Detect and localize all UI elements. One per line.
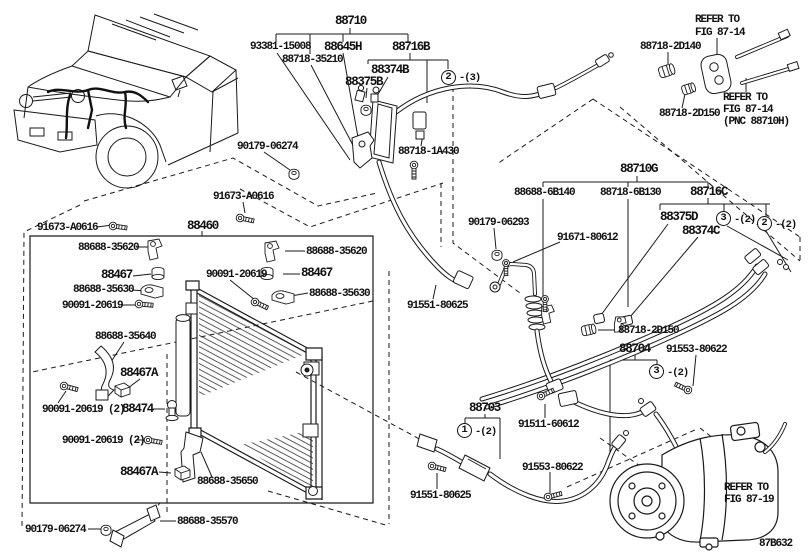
part-label-90179-06274-top: 90179-06274	[237, 141, 299, 153]
hose-88703	[417, 431, 629, 502]
hose-88704-cluster	[535, 378, 694, 464]
part-label-88467a-top: 88467A	[120, 366, 159, 380]
part-label-88375b: 88375B	[345, 75, 384, 89]
qty-2-bottom: -(2)	[475, 426, 497, 438]
qty-2-hose: -(2)	[667, 367, 689, 379]
part-label-90091-20619-x2-top: 90091-20619 (2)	[42, 404, 126, 416]
part-label-88467-left: 88467	[101, 268, 133, 282]
leader-lines	[58, 38, 791, 529]
condenser-88460	[58, 168, 322, 547]
part-label-90179-06293: 90179-06293	[468, 217, 530, 229]
part-label-88460: 88460	[187, 219, 219, 233]
callout-2-right: 2	[757, 216, 772, 231]
refer-fig-87-19-line1: REFER TO	[724, 482, 769, 494]
part-label-88704: 88704	[619, 342, 651, 356]
qty-2-right-b: -(2)	[775, 219, 797, 231]
part-label-88716c: 88716C	[690, 185, 729, 199]
pipe-assembly-88710	[352, 53, 613, 289]
harness-highlight	[48, 89, 148, 138]
refer-fig-87-14b-line1: REFER TO	[723, 92, 768, 104]
part-label-91671-80612: 91671-80612	[557, 232, 619, 244]
part-label-88474: 88474	[122, 402, 154, 416]
callout-3-right: 3	[716, 211, 731, 226]
qty-3-top: -(3)	[459, 72, 481, 84]
part-label-88688-35650: 88688-35650	[197, 476, 259, 488]
vehicle-sketch	[14, 14, 238, 188]
label-bracket-lines	[202, 28, 770, 462]
compressor	[610, 422, 785, 550]
part-label-90179-06274-bottom: 90179-06274	[25, 524, 87, 536]
part-label-88703: 88703	[469, 401, 501, 415]
grommet-retainer-detail	[657, 29, 799, 96]
part-label-91511-60612: 91511-60612	[518, 419, 580, 431]
part-label-88710: 88710	[335, 14, 367, 28]
part-label-88688-35630-left: 88688-35630	[73, 284, 135, 296]
part-label-88688-35640: 88688-35640	[95, 331, 157, 343]
pipe-assembly-88710g	[482, 248, 789, 407]
part-label-88718-2d150-mid: 88718-2D150	[618, 325, 680, 337]
part-label-88710g: 88710G	[620, 162, 659, 176]
refer-fig-87-19-line2: FIG 87-19	[724, 494, 775, 506]
qty-2-right-a: -(2)	[734, 214, 756, 226]
part-label-91553-80622-top: 91553-80622	[666, 344, 728, 356]
refer-pnc-88710h: (PNC 88710H)	[723, 116, 790, 128]
part-label-88467-right: 88467	[301, 266, 333, 280]
part-label-91673-a0616-top: 91673-A0616	[213, 191, 275, 203]
part-label-88374b: 88374B	[371, 63, 410, 77]
refer-fig-87-14-line2: FIG 87-14	[695, 27, 746, 39]
callout-3-hose: 3	[649, 364, 664, 379]
part-label-88718-1a430: 88718-1A430	[398, 146, 460, 158]
part-label-88375d: 88375D	[660, 210, 699, 224]
part-label-91673-a0616-left: 91673-A0616	[37, 222, 99, 234]
part-label-88688-35620-left: 88688-35620	[78, 242, 140, 254]
refer-fig-87-14-line1: REFER TO	[695, 14, 740, 26]
callout-2-top: 2	[441, 70, 456, 85]
part-label-88688-35630-right: 88688-35630	[309, 288, 371, 300]
part-label-93381-15008: 93381-15008	[250, 41, 312, 53]
part-label-91553-80622-bottom: 91553-80622	[522, 462, 584, 474]
part-label-88374c: 88374C	[682, 224, 721, 238]
part-label-91551-80625-top: 91551-80625	[407, 300, 469, 312]
part-label-88718-6b130: 88718-6B130	[600, 187, 662, 199]
refer-fig-87-14b-line2: FIG 87-14	[723, 104, 774, 116]
part-label-90091-20619-left: 90091-20619	[62, 300, 124, 312]
part-label-88688-35620-right: 88688-35620	[306, 246, 368, 258]
part-label-88688-6b140: 88688-6B140	[514, 187, 576, 199]
part-label-88688-35570: 88688-35570	[177, 516, 239, 528]
part-label-90091-20619-x2-bottom: 90091-20619 (2)	[62, 435, 146, 447]
part-label-88718-35210: 88718-35210	[282, 54, 344, 66]
figure-code: 87B632	[759, 538, 793, 550]
part-label-88716b: 88716B	[392, 40, 431, 54]
part-label-88718-2d140: 88718-2D140	[640, 41, 702, 53]
part-label-90091-20619-mid: 90091-20619	[206, 269, 268, 281]
part-label-88645h: 88645H	[324, 40, 363, 54]
part-label-91551-80625-bottom: 91551-80625	[410, 490, 472, 502]
part-label-88467a-bottom: 88467A	[120, 465, 159, 479]
callout-1: 1	[457, 423, 472, 438]
part-label-88718-2d150-top: 88718-2D150	[659, 108, 721, 120]
